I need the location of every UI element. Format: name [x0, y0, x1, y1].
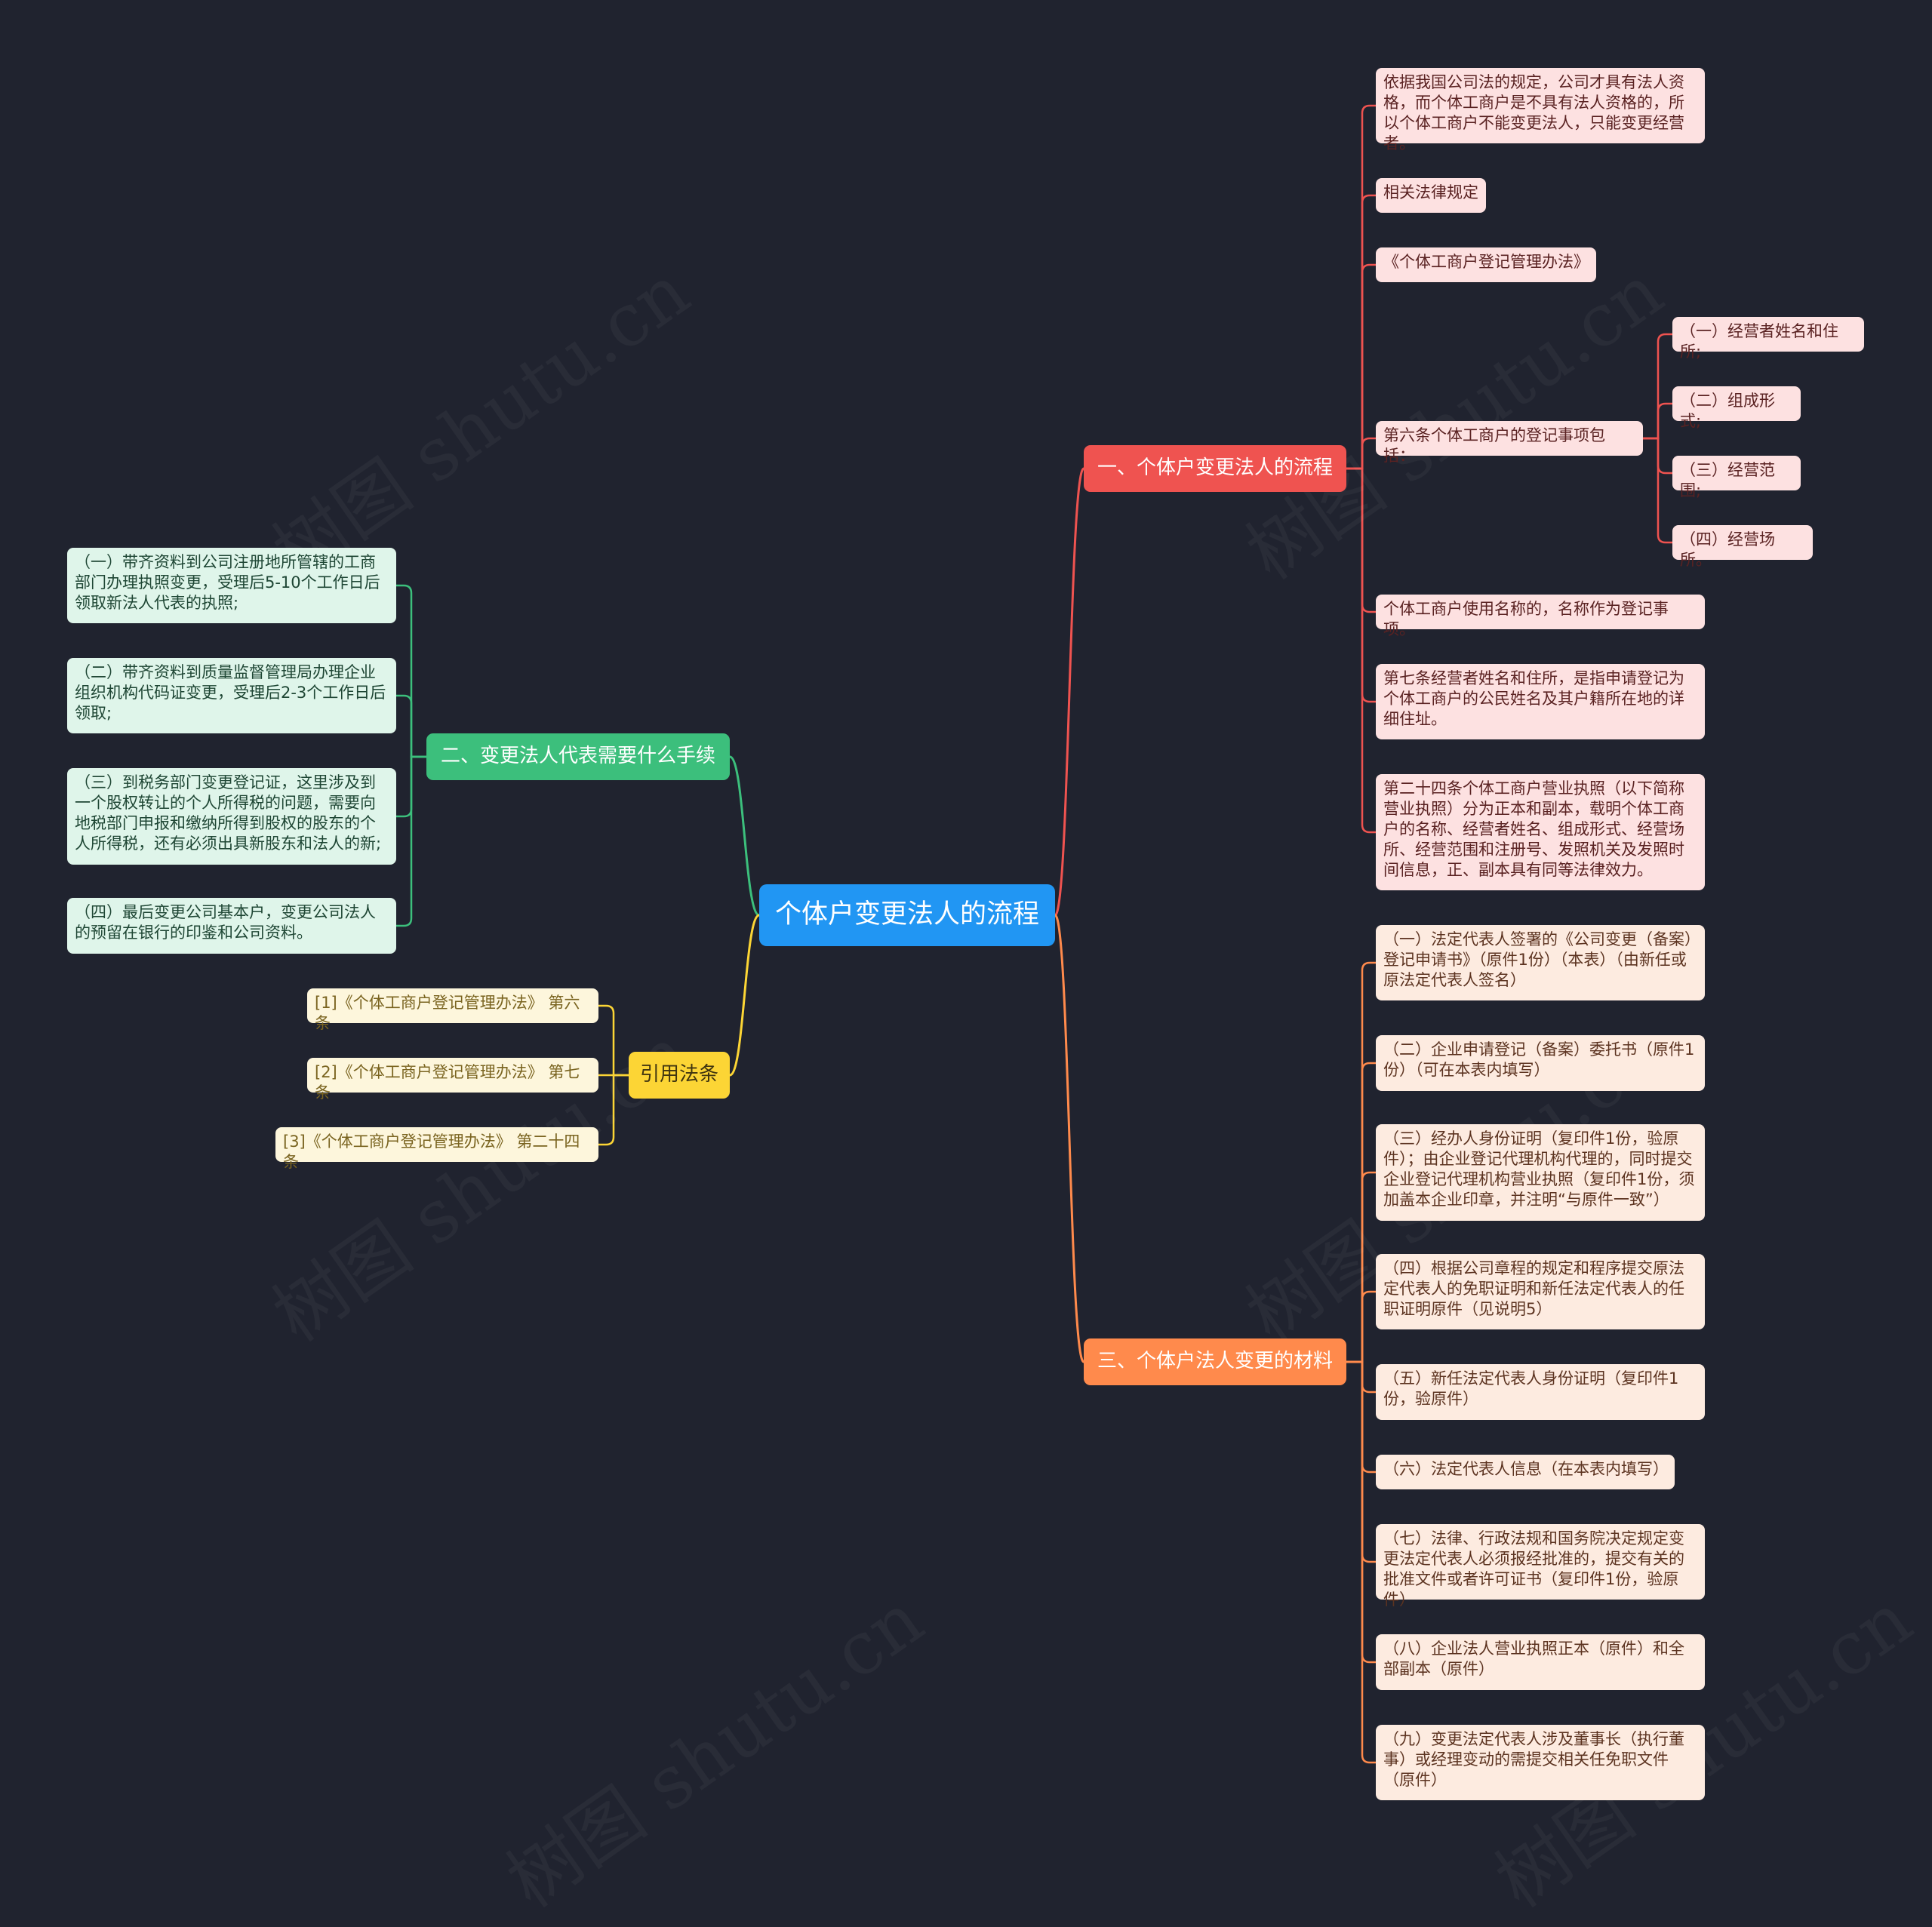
link-root-branch-2 — [729, 755, 760, 917]
branch-2-topic[interactable]: 二、变更法人代表需要什么手续 — [426, 733, 730, 780]
root-topic[interactable]: 个体户变更法人的流程 — [759, 884, 1055, 946]
branch-4-item[interactable]: （二）企业申请登记（备案）委托书（原件1份）（可在本表内填写） — [1376, 1035, 1705, 1091]
link-branch-1-subitem — [1643, 333, 1672, 440]
branch-1-item[interactable]: 相关法律规定 — [1376, 178, 1486, 213]
branch-1-item[interactable]: 第七条经营者姓名和住所，是指申请登记为个体工商户的公民姓名及其户籍所在地的详细住… — [1376, 664, 1705, 739]
link-branch-4-item — [1346, 1290, 1376, 1363]
branch-3-topic[interactable]: 引用法条 — [629, 1052, 730, 1099]
branch-3-item[interactable]: [1]《个体工商户登记管理办法》 第六条 — [307, 988, 598, 1032]
branch-4-item[interactable]: （六）法定代表人信息（在本表内填写） — [1376, 1455, 1675, 1489]
link-branch-4-item — [1346, 961, 1376, 1363]
link-branch-1-item — [1346, 263, 1376, 470]
link-branch-4-item — [1346, 1360, 1376, 1664]
link-branch-4-item — [1346, 1360, 1376, 1764]
link-branch-1-item — [1346, 437, 1376, 470]
branch-4-item[interactable]: （一）法定代表人签署的《公司变更（备案）登记申请书》（原件1份）（本表）（由新任… — [1376, 925, 1705, 1000]
link-branch-4-item — [1346, 1171, 1376, 1363]
link-branch-1-item — [1346, 467, 1376, 703]
branch-4-item[interactable]: （七）法律、行政法规和国务院决定规定变更法定代表人必须报经批准的，提交有关的批准… — [1376, 1524, 1705, 1609]
link-branch-1-item — [1346, 467, 1376, 613]
branch-2-item[interactable]: （四）最后变更公司基本户，变更公司法人的预留在银行的印鉴和公司资料。 — [67, 898, 396, 954]
link-branch-1-subitem — [1643, 402, 1672, 440]
branch-2-item[interactable]: （三）到税务部门变更登记证，这里涉及到一个股权转让的个人所得税的问题，需要向地税… — [67, 768, 396, 865]
branch-4-topic[interactable]: 三、个体户法人变更的材料 — [1084, 1338, 1346, 1385]
branch-4-item[interactable]: （四）根据公司章程的规定和程序提交原法定代表人的免职证明和新任法定代表人的任职证… — [1376, 1254, 1705, 1329]
link-branch-4-item — [1346, 1360, 1376, 1394]
branch-1-subitem[interactable]: （一）经营者姓名和住所; — [1672, 317, 1864, 361]
branch-1-item[interactable]: 第二十四条个体工商户营业执照（以下简称营业执照）分为正本和副本，载明个体工商户的… — [1376, 774, 1705, 890]
mind-map-canvas: 树图 shutu.cn 树图 shutu.cn 树图 shutu.cn 树图 s… — [67, 68, 1864, 1800]
link-branch-4-item — [1346, 1360, 1376, 1474]
link-root-branch-3 — [729, 914, 760, 1077]
branch-1-subitem[interactable]: （三）经营范围; — [1672, 456, 1801, 499]
link-root-branch-4 — [1054, 914, 1085, 1363]
branch-1-topic[interactable]: 一、个体户变更法人的流程 — [1084, 445, 1346, 492]
link-branch-1-item — [1346, 467, 1376, 834]
link-branch-1-item — [1346, 104, 1376, 470]
link-branch-3-item — [598, 1074, 629, 1146]
branch-2-item[interactable]: （一）带齐资料到公司注册地所管辖的工商部门办理执照变更，受理后5-10个工作日后… — [67, 548, 396, 623]
branch-1-subitem[interactable]: （二）组成形式; — [1672, 386, 1801, 430]
branch-2-item[interactable]: （二）带齐资料到质量监督管理局办理企业组织机构代码证变更，受理后2-3个工作日后… — [67, 658, 396, 733]
branch-3-item[interactable]: [3]《个体工商户登记管理办法》 第二十四条 — [275, 1127, 598, 1171]
branch-4-item[interactable]: （三）经办人身份证明（复印件1份，验原件）；由企业登记代理机构代理的，同时提交企… — [1376, 1124, 1705, 1221]
link-root-branch-1 — [1054, 467, 1085, 917]
connector-lines — [396, 104, 1672, 1764]
branch-4-item[interactable]: （九）变更法定代表人涉及董事长（执行董事）或经理变动的需提交相关任免职文件（原件… — [1376, 1725, 1705, 1800]
link-branch-3-item — [598, 1004, 629, 1077]
link-branch-2-item — [396, 755, 426, 927]
branch-3-item[interactable]: [2]《个体工商户登记管理办法》 第七条 — [307, 1058, 598, 1102]
branch-4-item[interactable]: （五）新任法定代表人身份证明（复印件1份，验原件） — [1376, 1364, 1705, 1420]
branch-1-item[interactable]: 第六条个体工商户的登记事项包括： — [1376, 421, 1643, 465]
branch-1-subitem[interactable]: （四）经营场所。 — [1672, 525, 1813, 569]
branch-1-item[interactable]: 依据我国公司法的规定，公司才具有法人资格，而个体工商户是不具有法人资格的，所以个… — [1376, 68, 1705, 152]
branch-1-item[interactable]: 《个体工商户登记管理办法》 — [1376, 247, 1596, 282]
branch-1-item[interactable]: 个体工商户使用名称的，名称作为登记事项。 — [1376, 595, 1705, 638]
link-branch-1-item — [1346, 194, 1376, 470]
link-branch-1-subitem — [1643, 437, 1672, 544]
link-branch-2-item — [396, 694, 426, 758]
branch-4-item[interactable]: （八）企业法人营业执照正本（原件）和全部副本（原件） — [1376, 1634, 1705, 1690]
link-branch-2-item — [396, 584, 426, 758]
link-branch-4-item — [1346, 1062, 1376, 1363]
